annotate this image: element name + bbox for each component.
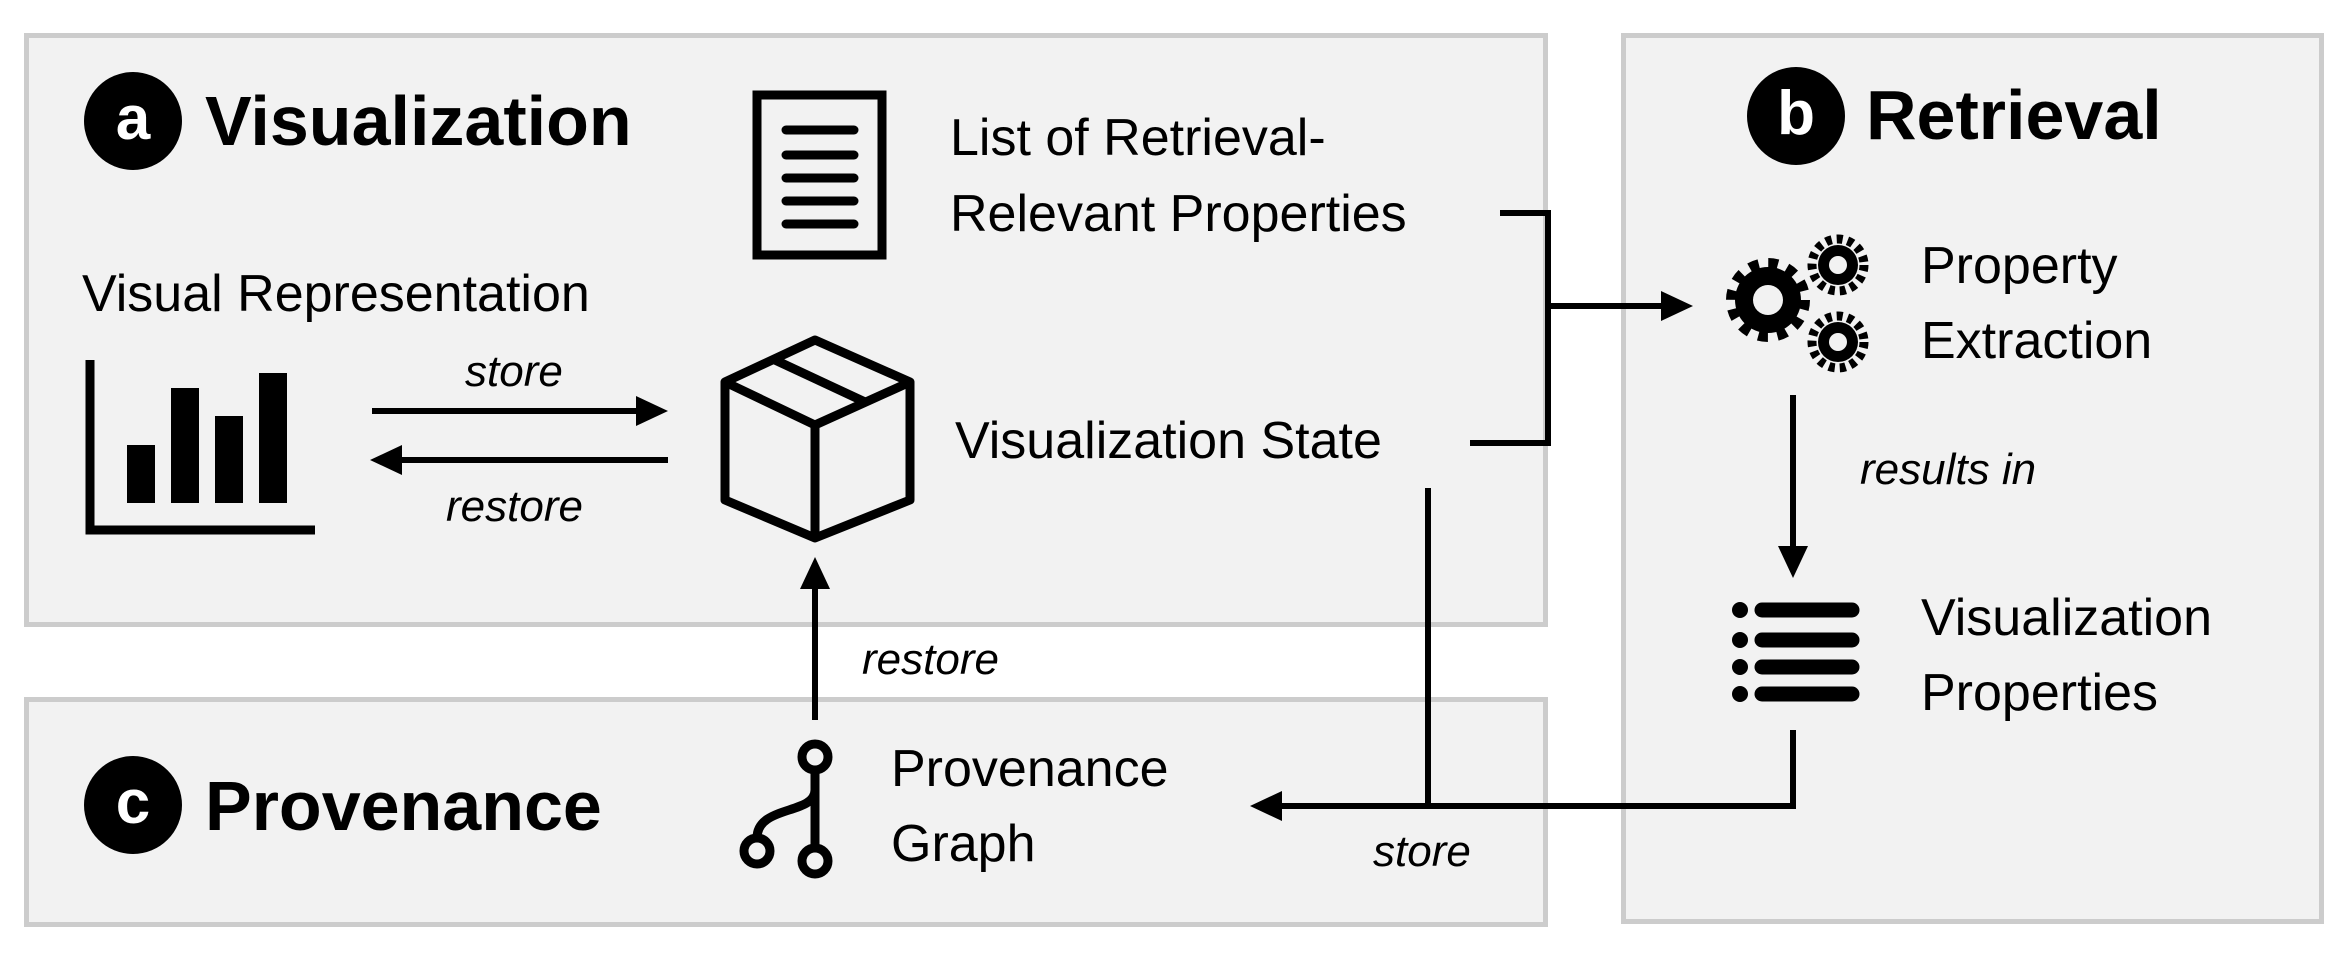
visualization-state-label: Visualization State <box>955 412 1382 470</box>
restore-edge-label-mid: restore <box>862 635 999 684</box>
document-icon <box>752 90 887 260</box>
provenance-graph-icon <box>739 739 833 879</box>
retrieval-panel <box>1621 33 2324 924</box>
results-in-arrow <box>1778 395 1808 578</box>
properties-list-label-line2: Relevant Properties <box>950 185 1407 243</box>
gears-icon <box>1726 234 1869 373</box>
restore-arrow-mid <box>800 557 830 720</box>
provenance-graph-label-line1: Provenance <box>891 740 1169 798</box>
visual-representation-label: Visual Representation <box>82 265 590 323</box>
visualization-badge: a <box>84 72 182 170</box>
property-extraction-label-line2: Extraction <box>1921 312 2153 370</box>
provenance-graph-label-line2: Graph <box>891 815 1036 873</box>
property-extraction-label-line1: Property <box>1921 237 2118 295</box>
results-in-edge-label: results in <box>1860 445 2037 494</box>
restore-edge-label-top: restore <box>446 482 583 531</box>
retrieval-badge: b <box>1747 67 1845 165</box>
provenance-badge: c <box>84 756 182 854</box>
retrieval-title: Retrieval <box>1866 76 2162 154</box>
store-arrow-bottom <box>1250 488 1796 821</box>
merge-connector <box>1470 210 1693 446</box>
visualization-title: Visualization <box>205 82 632 160</box>
bar-chart-icon <box>85 360 315 535</box>
properties-list-label-line1: List of Retrieval- <box>950 109 1326 167</box>
box-icon <box>720 335 915 543</box>
store-arrow-top <box>372 396 668 426</box>
list-icon <box>1732 602 1860 702</box>
restore-arrow-top <box>370 445 668 475</box>
visualization-properties-label-line1: Visualization <box>1921 589 2213 647</box>
store-edge-label-top: store <box>465 347 563 396</box>
visualization-properties-label-line2: Properties <box>1921 664 2158 722</box>
store-edge-label-bottom: store <box>1373 827 1471 876</box>
provenance-title: Provenance <box>205 767 602 845</box>
